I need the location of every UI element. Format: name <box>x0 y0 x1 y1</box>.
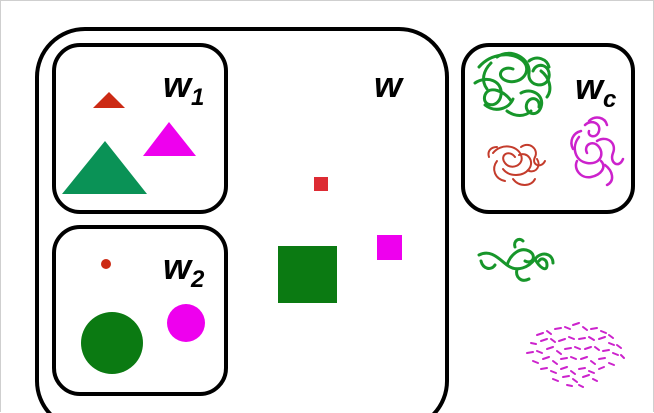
triangle-medium-magenta <box>143 122 196 156</box>
square-large-green <box>278 246 337 303</box>
label-w2: w2 <box>163 246 205 293</box>
label-w: w <box>374 64 404 105</box>
scribble-magenta <box>570 116 625 187</box>
panel-wc-outline <box>461 43 635 214</box>
square-small-red <box>314 177 328 191</box>
curly-vine-green <box>477 237 555 282</box>
label-w1: w1 <box>163 64 204 111</box>
panel-w-outline <box>35 27 449 413</box>
circle-tiny-dark-red <box>101 259 111 269</box>
square-medium-magenta <box>377 235 402 260</box>
triangle-small-dark-red <box>93 92 125 108</box>
triangle-large-green <box>62 141 147 194</box>
circle-medium-magenta <box>167 304 205 342</box>
circle-large-green <box>81 312 143 374</box>
scribble-green <box>473 51 552 117</box>
scribble-red <box>487 143 546 186</box>
speckle-cloud-magenta <box>526 322 625 388</box>
label-wc: wc <box>575 66 616 113</box>
